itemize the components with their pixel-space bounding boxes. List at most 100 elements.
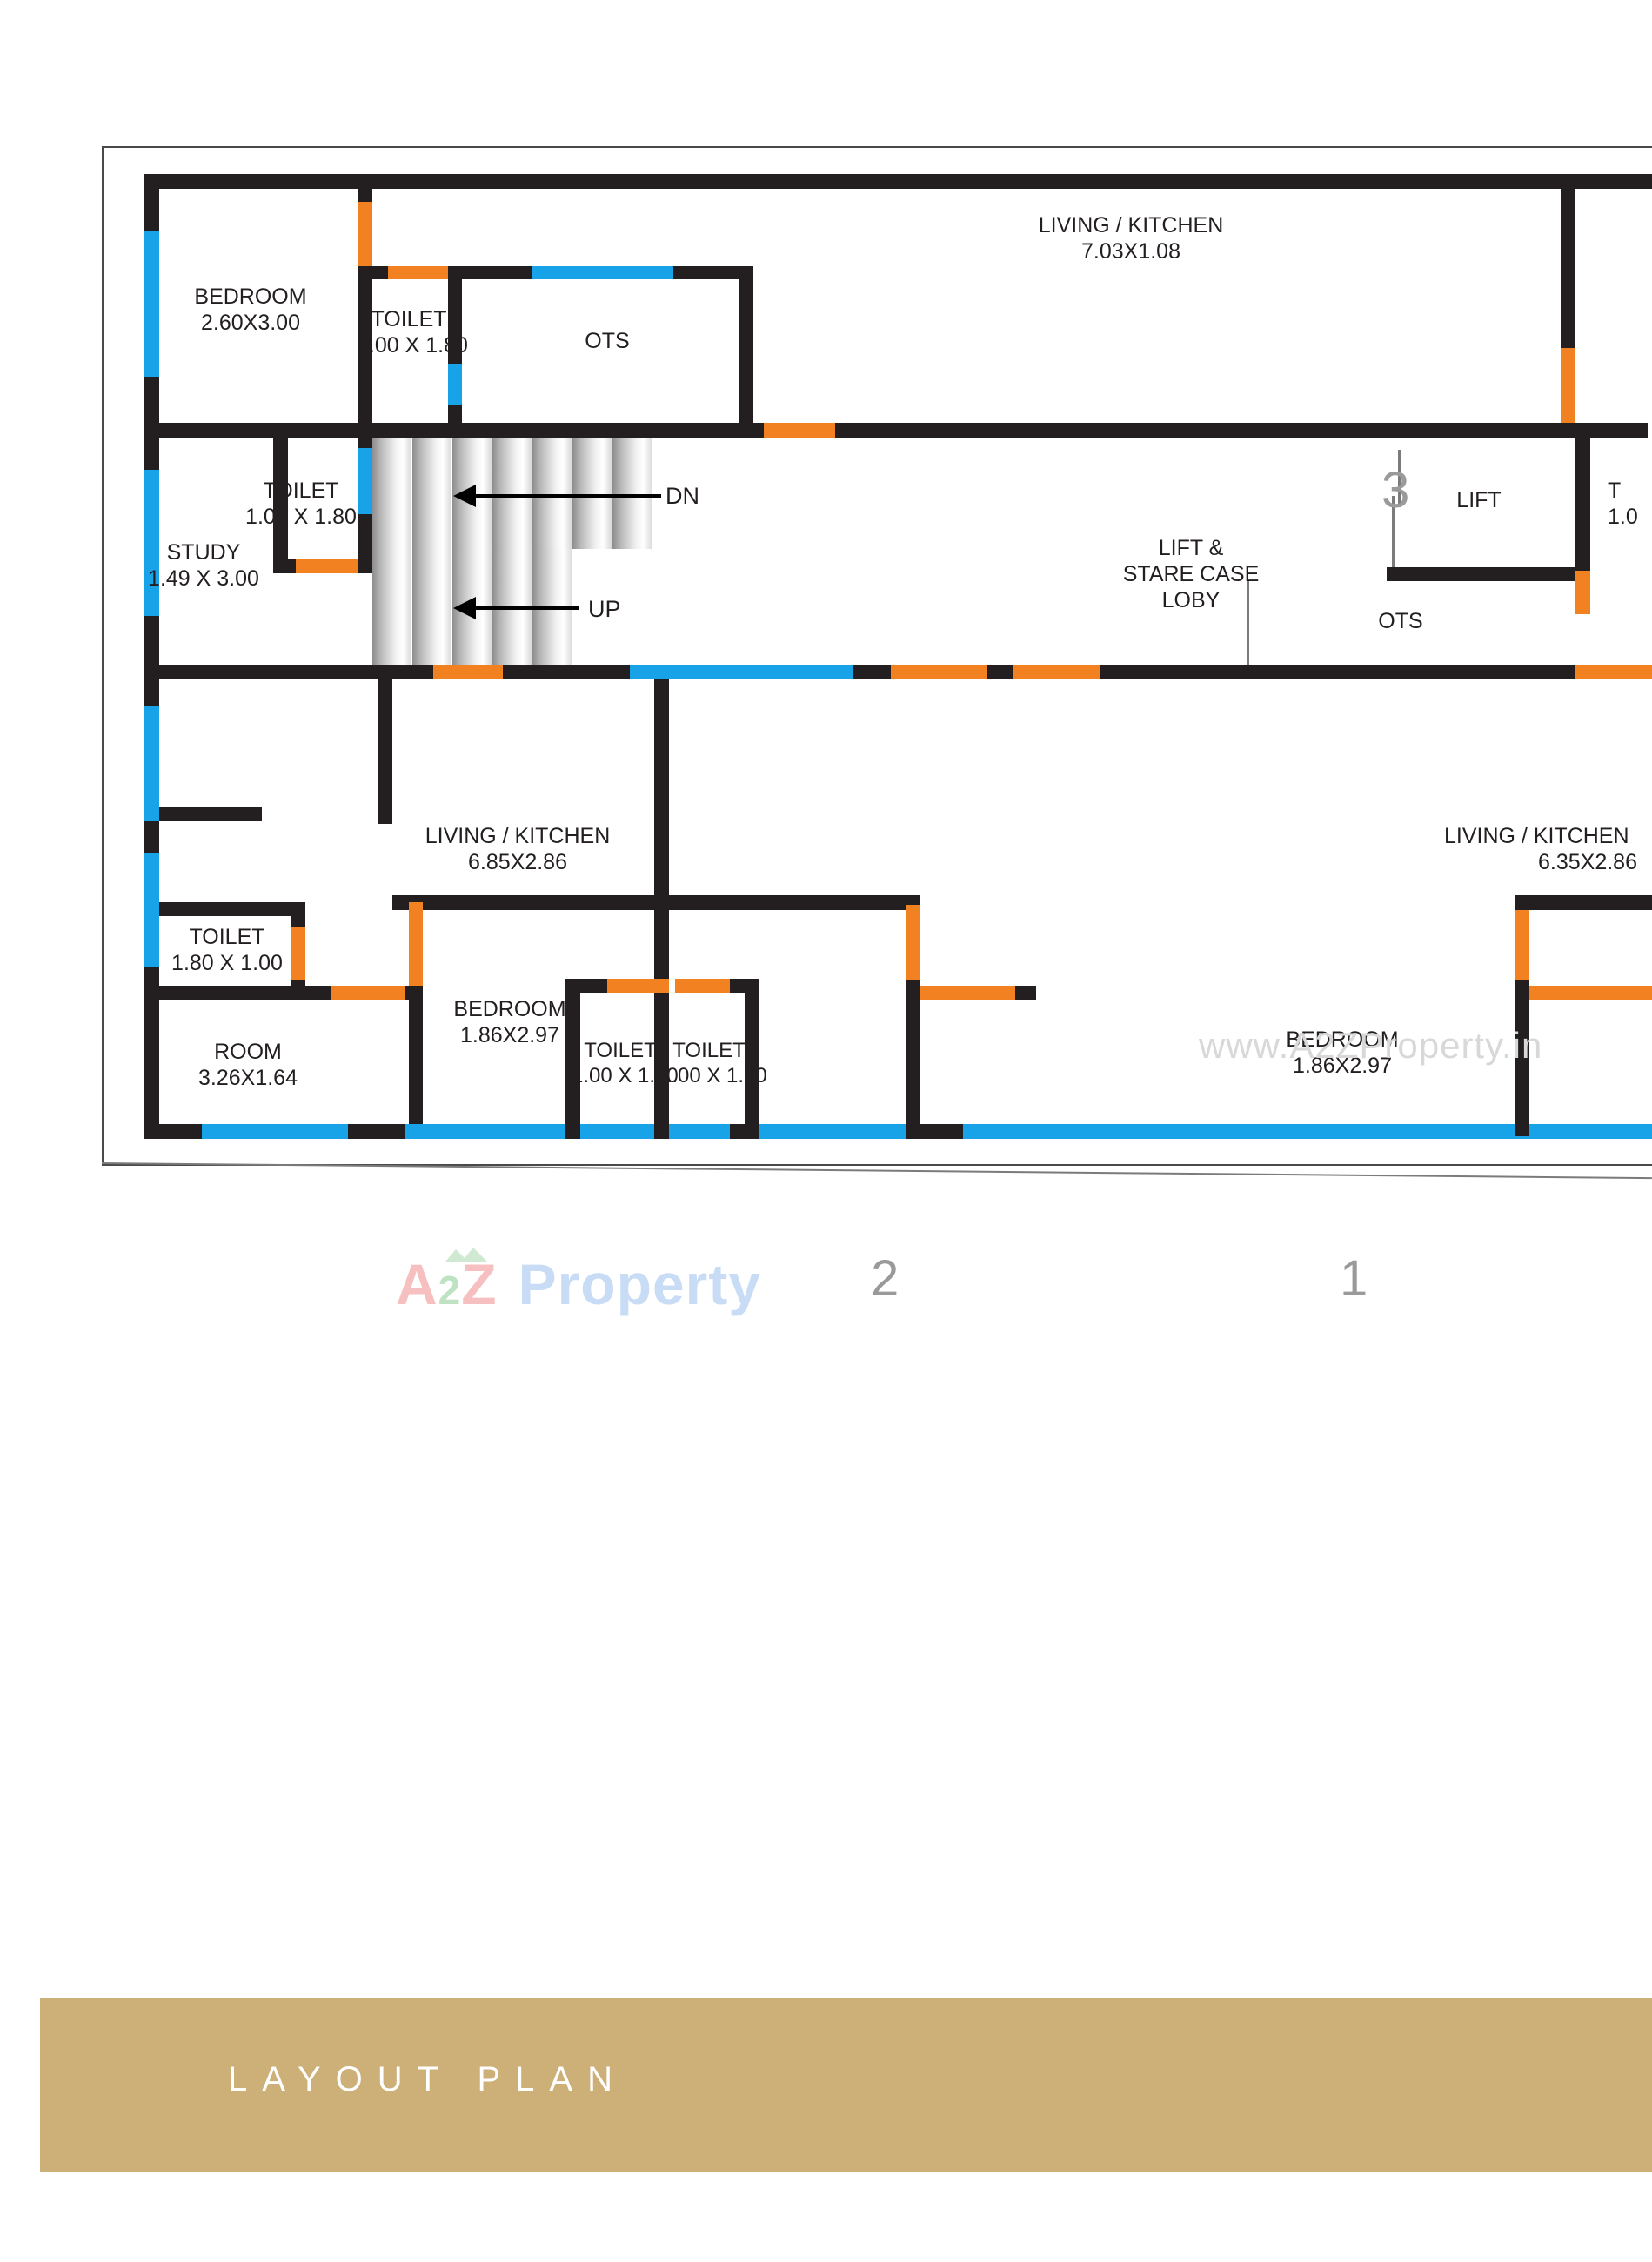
wall-center-vertical [654, 679, 669, 901]
room-dim: 3.26X1.64 [198, 1066, 298, 1090]
wall-toiletlow-right-a [291, 902, 305, 927]
wall-toiletlow-bottom-b [405, 986, 423, 1000]
room-name: TOILET [371, 307, 447, 331]
room-label-lift: LIFT [1431, 487, 1527, 513]
wall-band-bottom-e [987, 665, 1013, 679]
wall-bottom-ext-c [565, 1124, 580, 1139]
room-name: BEDROOM [1286, 1027, 1399, 1052]
door-toilet-top [388, 266, 448, 279]
wall-left-study-bot [144, 616, 159, 665]
room-label-toilet-left-low: TOILET 1.80 X 1.00 [154, 924, 300, 976]
room-dim: 1.80 X 1.00 [171, 951, 283, 975]
room-name: OTS [1378, 609, 1423, 633]
room-label-living-kitchen-3: LIVING / KITCHEN 7.03X1.08 [966, 212, 1296, 264]
room-dim: 6.35X2.86 [1538, 850, 1637, 874]
wall-ots-right [739, 266, 753, 425]
room-name: LIFT & [1158, 536, 1224, 560]
wall-bedroom-rt-bottom [1015, 986, 1036, 1000]
door-bedroom-right [358, 202, 372, 266]
window-left-study [144, 470, 159, 616]
room-name: TOILET [584, 1039, 657, 1062]
room-label-lift-stair-loby: LIFT & STARE CASE LOBY [1091, 535, 1291, 613]
room-dim: 7.03X1.08 [1081, 239, 1180, 264]
room-label-toilet-top-left: TOILET 1.00 X 1.80 [357, 306, 468, 358]
room-name: LIVING / KITCHEN [1038, 213, 1224, 238]
wall-toilet-bot-left [565, 979, 580, 1139]
room-name: LIVING / KITCHEN [1444, 824, 1629, 848]
wall-bedroom-rt-left [906, 895, 920, 905]
window-left-bedroom [144, 231, 159, 377]
wall-bottom-ext-a [144, 1124, 202, 1139]
wall-stub-left [159, 807, 262, 821]
wall-bottom-ext-e [730, 1124, 759, 1139]
watermark-brand-2: 2 [438, 1268, 462, 1313]
wall-bedroom-rt-left-b [906, 980, 920, 1136]
watermark-roof-icon [444, 1246, 489, 1263]
stair-dn-label: DN [665, 483, 699, 509]
wall-right-mid-a [1575, 438, 1590, 571]
room-label-bedroom-bottom-rt: BEDROOM 1.86X2.97 [1248, 1027, 1436, 1079]
wall-toilet-bot-top-b [730, 979, 759, 993]
window-left-lower-1 [144, 706, 159, 821]
arrow-up-head [453, 597, 476, 619]
room-dim: 1.00 X 1.80 [572, 1063, 679, 1088]
door-band-bottom-3 [1013, 665, 1100, 679]
door-band-bottom-1 [433, 665, 503, 679]
wall-lift-bottom [1387, 567, 1575, 581]
room-name: BEDROOM [453, 997, 566, 1021]
room-dim: 1.0 [1608, 505, 1638, 529]
room-name: LIFT [1456, 488, 1502, 512]
layout-plan-banner [40, 1998, 1652, 2172]
wall-left-bedroom-lower [144, 377, 159, 423]
room-dim: STARE CASE [1122, 562, 1260, 586]
room-name: STUDY [166, 540, 241, 565]
room-dim: 1.86X2.97 [460, 1023, 559, 1047]
wall-bottom-ext-b [348, 1124, 405, 1139]
wall-right-upper [1561, 174, 1575, 348]
door-right-mid [1575, 571, 1590, 614]
wall-mid-horizontal-left [144, 423, 753, 438]
room-name: TOILET [672, 1039, 746, 1062]
door-toiletlow-bottom [331, 986, 405, 1000]
room-label-room-bottom-left: ROOM 3.26X1.64 [170, 1039, 326, 1091]
unit-number-3: 3 [1381, 462, 1410, 519]
wall-toilet-bot-mid [654, 979, 669, 1139]
door-mid-horizontal [764, 423, 835, 438]
wall-toilet-top-b [448, 266, 532, 279]
room-dim: 1.00 X 1.80 [357, 333, 468, 358]
wall-center-vertical-b [654, 901, 669, 988]
room-label-bedroom-bottom-mid: BEDROOM 1.86X2.97 [416, 996, 604, 1048]
wall-exterior-top [144, 174, 1652, 189]
room-label-toilet-bottom-a: TOILET 1.00 X 1.80 [572, 1039, 679, 1089]
door-right-lower [1515, 905, 1529, 980]
wall-mid-horizontal-right-b [835, 423, 991, 438]
room-dim: 1.00 X 1.80 [660, 1063, 767, 1088]
room-label-ots-top: OTS [551, 328, 664, 354]
room-label-study: STUDY 1.49 X 3.00 [109, 539, 298, 592]
lift-door-line-a [1398, 450, 1401, 507]
wall-ots-top-right [673, 266, 753, 279]
door-toiletlow-right [291, 927, 305, 980]
room-dim: 1.00 X 1.80 [245, 505, 357, 529]
wall-band-bottom-d [853, 665, 891, 679]
wall-bottom-ext-f [906, 1124, 963, 1139]
wall-mid-right-top [991, 423, 1648, 438]
wall-left-lower-b [144, 821, 159, 853]
wall-unit2-left [378, 679, 392, 824]
door-toilet-study [296, 559, 365, 573]
wall-toilet-right-upper [448, 279, 462, 364]
arrow-up-line [474, 606, 579, 610]
room-name: TOILET [189, 925, 265, 949]
wall-right-lower-b [1515, 980, 1529, 1136]
wall-bottom-bedroom-top-a [392, 895, 654, 910]
wall-band-bottom-a [144, 665, 433, 679]
wall-toilet-bot-right [745, 979, 759, 1139]
window-bottom-5 [759, 1124, 906, 1139]
wall-toilet-right-lower [448, 405, 462, 425]
watermark-brand-a: A [396, 1252, 438, 1316]
wall-left-study-top [144, 438, 159, 470]
room-label-ots-middle: OTS [1348, 608, 1453, 634]
watermark-url: www.A2ZProperty.in [1199, 1025, 1543, 1066]
wall-bedroom-right-bot [358, 266, 372, 425]
